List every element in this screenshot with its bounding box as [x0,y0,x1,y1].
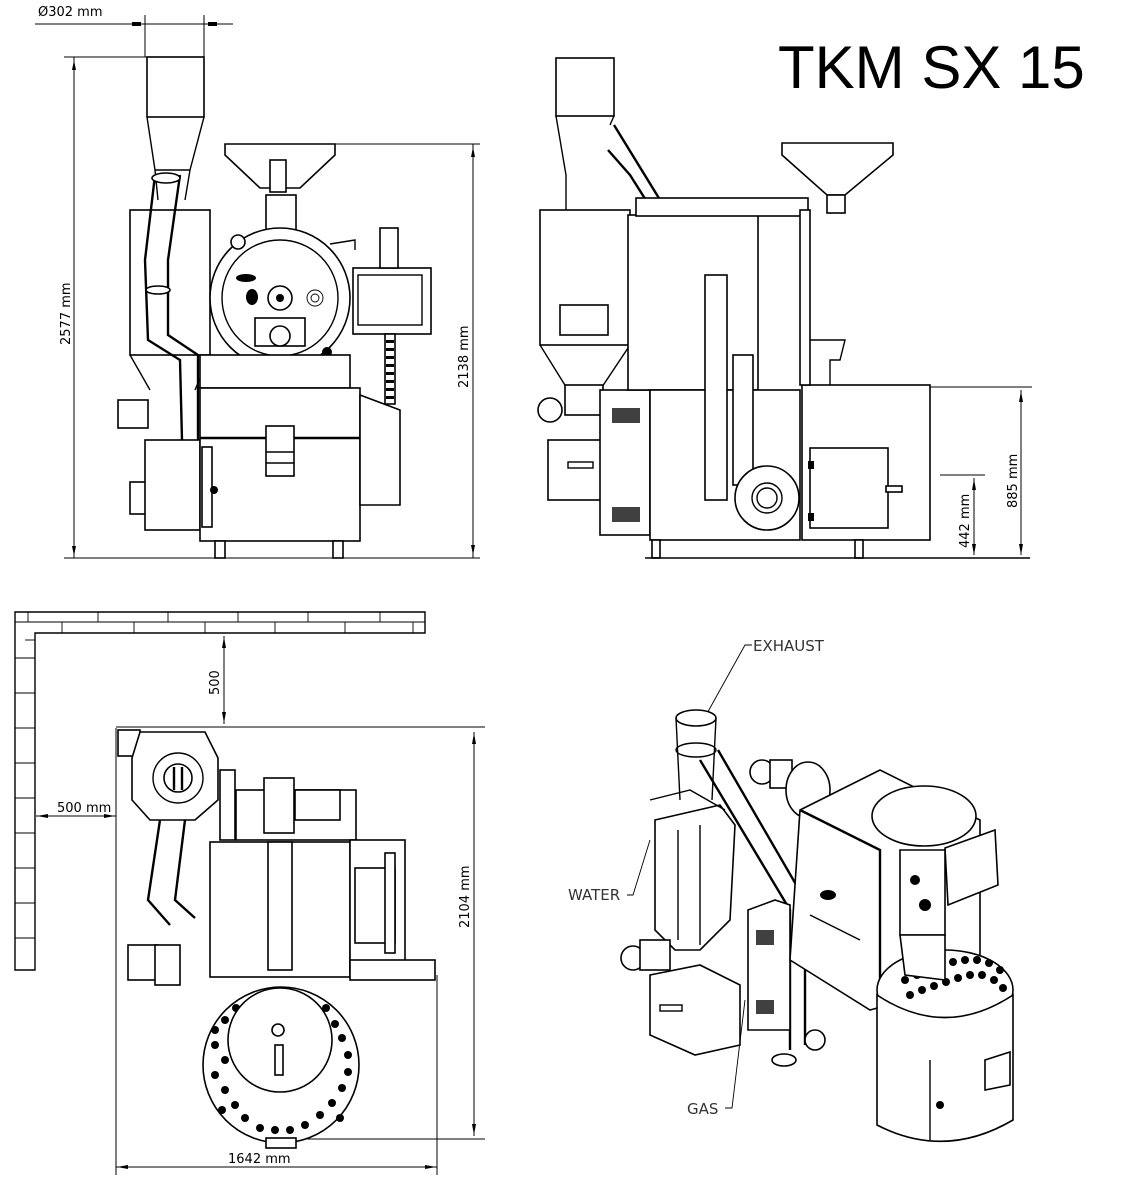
exhaust-label: EXHAUST [753,637,825,655]
cooler-height-label: 885 mm [1006,454,1021,508]
iso-hopper [871,785,977,847]
hopper-height-label: 2138 mm [457,325,472,388]
total-height-label: 2577 mm [59,282,74,345]
door-height-label: 442 mm [958,494,973,548]
iso-chimney [675,709,717,727]
isometric-view: EXHAUST WATER GAS [568,637,1014,1143]
water-label: WATER [568,886,620,904]
width-label: 1642 mm [228,1152,291,1167]
chimney-diameter-label: Ø302 mm [38,5,103,20]
chimney [146,56,205,118]
exhaust-leader [704,644,752,718]
cyclone [129,209,211,356]
water-leader [627,839,651,896]
model-title: TKM SX 15 [778,34,1085,101]
wall-corner [14,611,426,971]
control-panel [352,267,432,335]
gas-label: GAS [687,1100,718,1118]
top-view: 500 500 mm 2104 mm 1642 mm [14,611,485,1175]
front-view: Ø302 mm 2577 mm 2138 mm [35,5,480,559]
side-clearance-label: 500 mm [57,801,111,816]
side-view: 885 mm 442 mm [537,57,1032,559]
back-clearance-label: 500 [208,670,223,695]
depth-label: 2104 mm [458,865,473,928]
